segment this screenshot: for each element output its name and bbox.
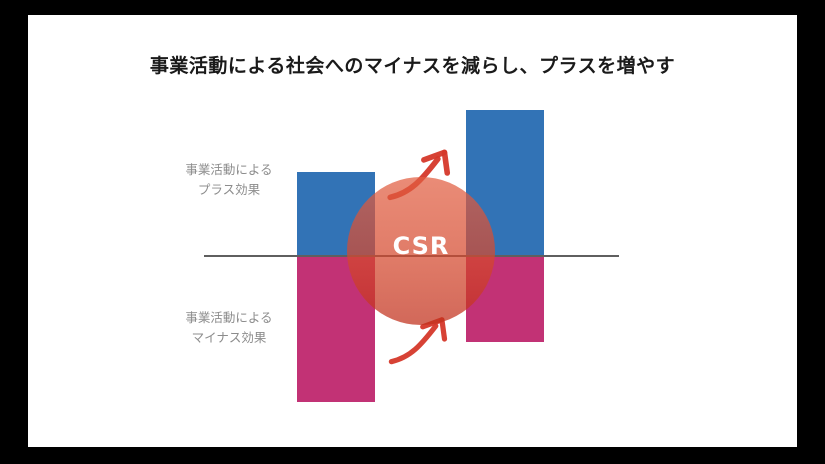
slide-title: 事業活動による社会へのマイナスを減らし、プラスを増やす bbox=[149, 55, 676, 77]
negative-effect-label-line2: マイナス効果 bbox=[191, 330, 267, 345]
negative-effect-label-line1: 事業活動による bbox=[185, 310, 273, 325]
positive-effect-label-line2: プラス効果 bbox=[197, 182, 261, 197]
csr-label: CSR bbox=[392, 232, 450, 260]
slide-canvas: 事業活動による社会へのマイナスを減らし、プラスを増やす 事業活動による プラス効… bbox=[28, 15, 797, 447]
positive-effect-label: 事業活動による プラス効果 bbox=[149, 160, 309, 200]
positive-effect-label-line1: 事業活動による bbox=[185, 162, 273, 177]
csr-circle: CSR bbox=[347, 177, 495, 325]
negative-effect-label: 事業活動による マイナス効果 bbox=[149, 308, 309, 348]
